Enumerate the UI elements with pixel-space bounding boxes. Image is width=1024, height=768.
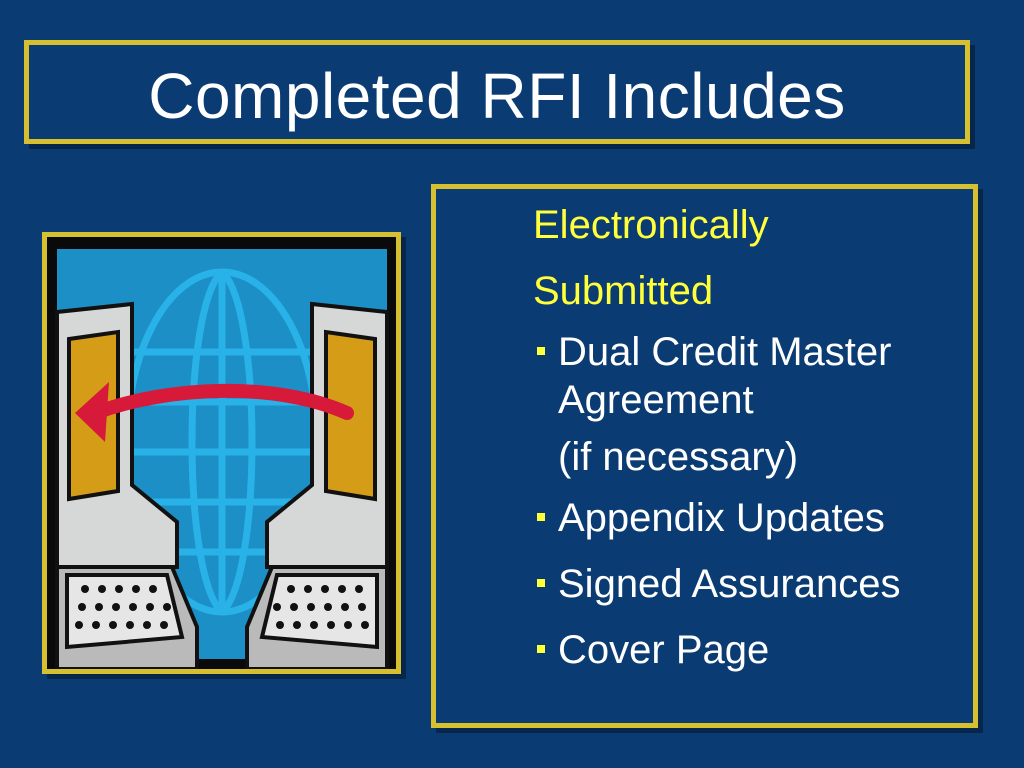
list-item-note: (if necessary) — [558, 435, 799, 479]
list-item: Signed Assurances — [533, 560, 973, 608]
globe-computers-illustration — [42, 232, 401, 674]
bullet-icon — [537, 513, 545, 521]
globe-between-computers-icon — [55, 249, 389, 669]
list-item: Dual Credit Master Agreement — [533, 328, 973, 424]
title-box: Completed RFI Includes — [24, 40, 970, 144]
content-box — [431, 184, 978, 728]
list-item-line-1: Dual Credit Master — [558, 330, 892, 374]
list-item-label: Appendix Updates — [558, 496, 885, 540]
bullet-icon — [537, 645, 545, 653]
bullet-icon — [537, 347, 545, 355]
list-item: Cover Page — [533, 626, 973, 674]
slide-title: Completed RFI Includes — [148, 60, 846, 132]
content-list: Electronically Submitted Dual Credit Mas… — [533, 192, 973, 674]
heading-line-2: Submitted — [533, 269, 714, 313]
list-item-label: Cover Page — [558, 628, 770, 672]
list-item: Appendix Updates — [533, 494, 973, 542]
list-item-line-2: Agreement — [558, 378, 754, 422]
list-item-label: Signed Assurances — [558, 562, 901, 606]
heading-line-1: Electronically — [533, 203, 769, 247]
bullet-icon — [537, 579, 545, 587]
